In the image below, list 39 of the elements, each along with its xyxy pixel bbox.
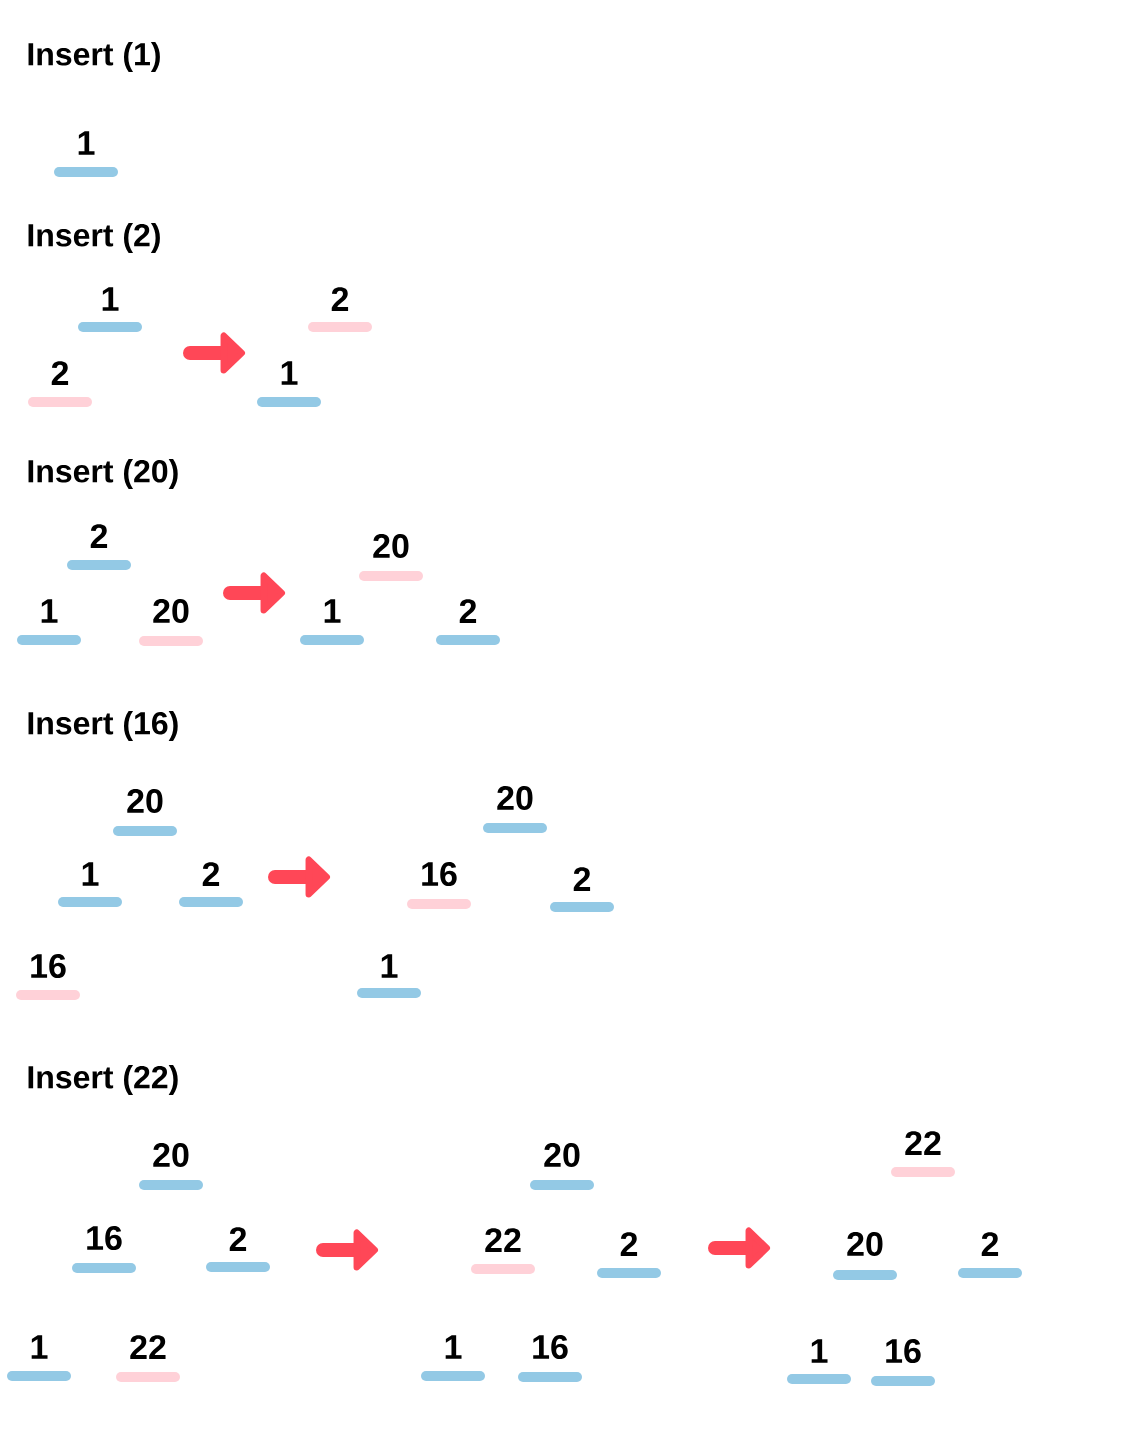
- heap-node: 1: [357, 954, 421, 998]
- heap-node: 1: [300, 599, 364, 645]
- heap-node: 1: [78, 287, 142, 332]
- heap-node: 2: [958, 1232, 1022, 1278]
- section-heading: Insert (22): [28, 1065, 178, 1095]
- heap-node: 1: [58, 862, 122, 907]
- heap-node: 2: [308, 287, 372, 332]
- heap-node: 1: [54, 131, 118, 177]
- heap-node: 20: [359, 533, 423, 581]
- section-heading: Insert (20): [28, 459, 178, 489]
- heap-node: 2: [550, 867, 614, 912]
- heap-node: 2: [597, 1232, 661, 1278]
- heap-node: 2: [436, 599, 500, 645]
- heap-node: 2: [28, 361, 92, 407]
- heap-node: 22: [116, 1335, 180, 1382]
- heap-node: 1: [257, 361, 321, 407]
- heap-node: 20: [530, 1143, 594, 1190]
- heap-node: 1: [17, 599, 81, 645]
- heap-node: 20: [139, 598, 203, 646]
- heap-node: 22: [471, 1228, 535, 1274]
- heap-node: 2: [206, 1227, 270, 1272]
- heap-node: 16: [407, 861, 471, 909]
- heap-node: 20: [483, 785, 547, 833]
- heap-node: 16: [72, 1226, 136, 1273]
- section-heading: Insert (1): [28, 42, 160, 72]
- heap-node: 16: [16, 953, 80, 1000]
- heap-node: 20: [113, 788, 177, 836]
- heap-node: 20: [139, 1143, 203, 1190]
- heap-node: 1: [787, 1339, 851, 1384]
- heap-node: 2: [67, 524, 131, 570]
- section-heading: Insert (16): [28, 711, 178, 741]
- heap-node: 16: [871, 1339, 935, 1386]
- heap-node: 16: [518, 1335, 582, 1382]
- heap-node: 20: [833, 1232, 897, 1280]
- section-heading: Insert (2): [28, 223, 160, 253]
- heap-node: 1: [421, 1335, 485, 1381]
- heap-node: 2: [179, 862, 243, 907]
- heap-node: 22: [891, 1131, 955, 1177]
- heap-node: 1: [7, 1335, 71, 1381]
